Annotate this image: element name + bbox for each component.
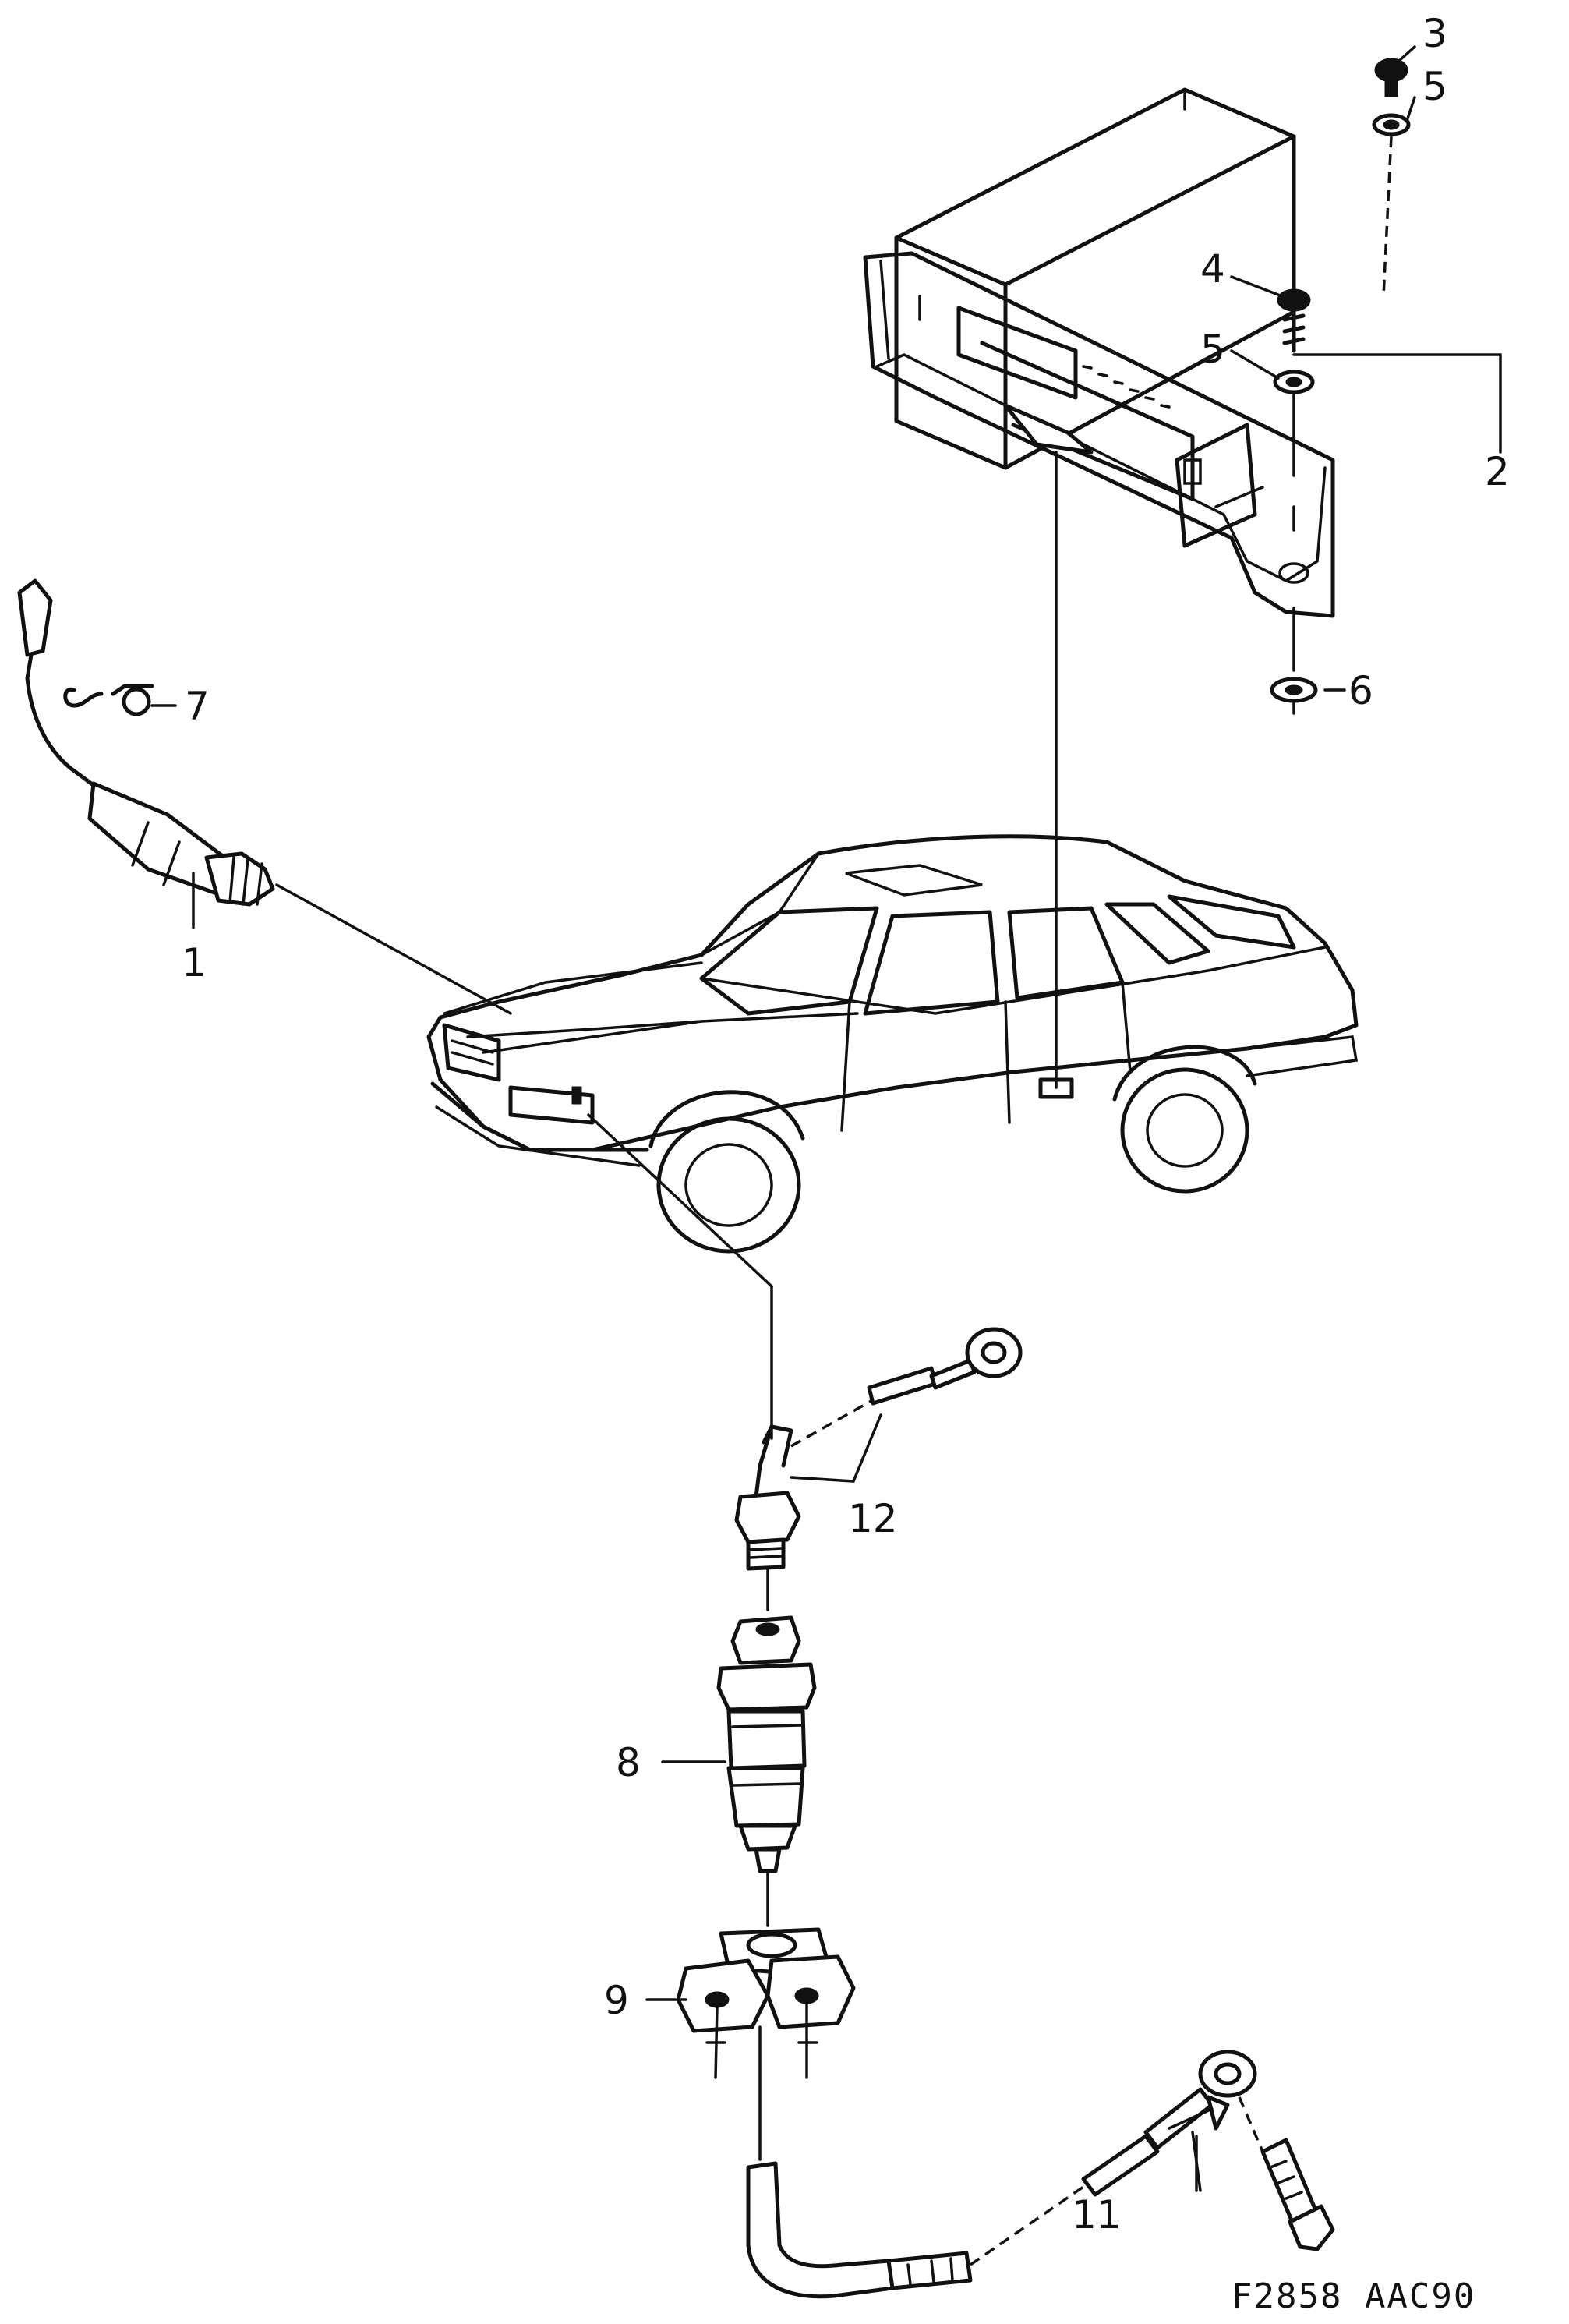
banjo-12	[867, 1327, 1023, 1406]
banjo-11	[1081, 2050, 1257, 2197]
callout-12: 12	[848, 1496, 898, 1541]
leader-sensor-1	[275, 883, 512, 1015]
callout-2: 2	[1485, 449, 1510, 494]
callout-leaders	[150, 45, 1502, 2192]
callout-9: 9	[604, 1978, 629, 2023]
callout-7: 7	[185, 684, 210, 729]
clip-7	[63, 684, 154, 716]
callout-1: 1	[182, 940, 207, 985]
callout-3: 3	[1422, 11, 1447, 56]
bolt-11	[1260, 2138, 1335, 2251]
callout-5-mid: 5	[1200, 327, 1225, 372]
washer-5-top	[1372, 113, 1411, 136]
drawing-code: F2858 AAC90	[1232, 2276, 1475, 2316]
tee-piece-9	[676, 1927, 856, 2079]
callout-8: 8	[616, 1740, 641, 1785]
callout-4: 4	[1200, 246, 1225, 292]
valve-8	[716, 1615, 817, 1873]
washer-5-mid	[1273, 370, 1315, 394]
screw-3	[1374, 58, 1408, 97]
control-unit	[863, 87, 1335, 618]
car-illustration	[426, 834, 1359, 1254]
callout-11: 11	[1072, 2192, 1122, 2237]
screw-4	[1277, 288, 1311, 353]
washer-6	[1270, 677, 1318, 703]
callout-5-top: 5	[1422, 64, 1447, 109]
fitting-12	[734, 1424, 801, 1571]
callout-6: 6	[1348, 668, 1373, 713]
sensor-1	[17, 578, 275, 907]
hose-bend	[746, 2161, 973, 2299]
